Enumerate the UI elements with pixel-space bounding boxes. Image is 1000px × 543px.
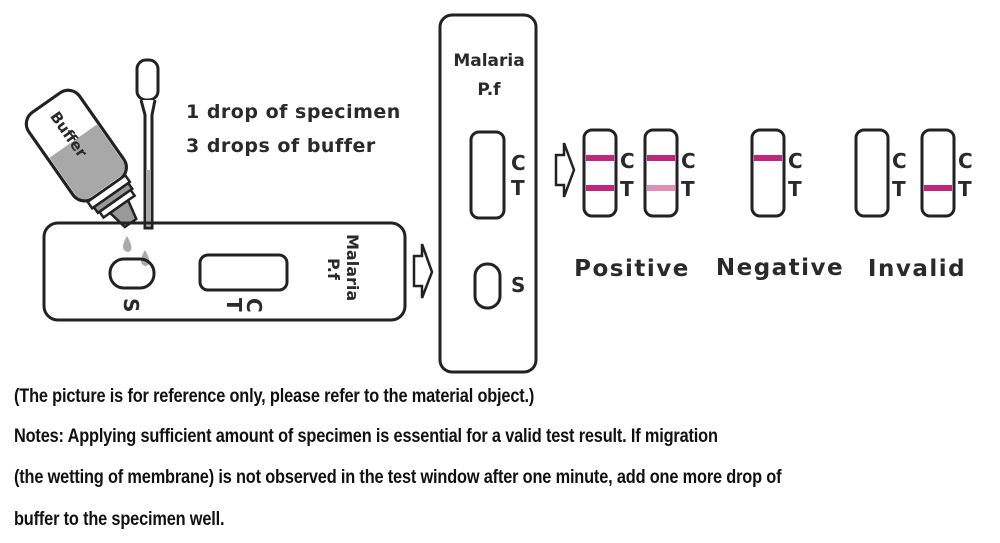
control-label: C: [681, 149, 696, 173]
positive-label: Positive: [574, 256, 690, 282]
strip-window: [854, 128, 890, 218]
buffer-drop-icon: [123, 236, 132, 252]
test-label: T: [222, 298, 246, 312]
invalid-label: Invalid: [868, 256, 966, 282]
notes-line-3: buffer to the specimen well.: [14, 509, 225, 530]
product-name-line2: P.f: [477, 80, 501, 100]
result-strip-negative: CT: [750, 128, 803, 218]
disclaimer-text: (The picture is for reference only, plea…: [14, 386, 535, 407]
strip-window: [750, 128, 786, 218]
test-label: T: [511, 176, 525, 200]
test-line: [586, 185, 614, 191]
strip-window: [643, 128, 679, 218]
product-name-line1: Malaria: [453, 51, 524, 71]
control-label: C: [242, 298, 266, 313]
sample-well: [108, 257, 156, 290]
test-line: [924, 185, 952, 191]
arrow-right-icon: [554, 142, 576, 198]
strip-window: [920, 128, 956, 218]
test-line: [647, 185, 675, 191]
control-line: [647, 155, 675, 161]
result-strip-positive: CT: [643, 128, 696, 218]
notes-line-2: (the wetting of membrane) is not observe…: [14, 467, 782, 488]
control-label: C: [620, 149, 635, 173]
instruction-buffer: 3 drops of buffer: [186, 135, 376, 157]
sample-well-label: S: [119, 298, 143, 312]
test-label: T: [958, 177, 972, 201]
horizontal-test-cassette: S C T Malaria P.f: [42, 221, 407, 322]
control-label: C: [892, 149, 907, 173]
test-label: T: [681, 177, 695, 201]
product-name-line1: Malaria: [343, 234, 362, 301]
test-label: T: [788, 177, 802, 201]
notes-line-1: Notes: Applying sufficient amount of spe…: [14, 426, 718, 447]
result-window: [198, 253, 289, 292]
result-strip-invalid: CT: [920, 128, 973, 218]
buffer-bottle: Buffer: [24, 88, 138, 229]
instruction-specimen: 1 drop of specimen: [186, 101, 401, 123]
sample-well-label: S: [511, 273, 525, 297]
test-label: T: [892, 177, 906, 201]
strip-window: [582, 128, 618, 218]
control-label: C: [511, 151, 526, 175]
control-line: [586, 155, 614, 161]
product-name-line2: P.f: [324, 258, 343, 281]
vertical-test-cassette: Malaria P.f C T S: [438, 13, 538, 374]
control-label: C: [788, 149, 803, 173]
test-label: T: [620, 177, 634, 201]
negative-label: Negative: [716, 255, 844, 281]
sample-well: [473, 262, 502, 310]
result-window: [469, 130, 506, 220]
control-line: [754, 155, 782, 161]
arrow-right-icon: [412, 243, 434, 299]
result-strip-invalid: CT: [854, 128, 907, 218]
test-procedure-diagram: Buffer S C T Malaria P.f Malaria P.f C T…: [24, 13, 973, 374]
dropper: [135, 58, 160, 230]
control-label: C: [958, 149, 973, 173]
result-strip-positive: CT: [582, 128, 635, 218]
